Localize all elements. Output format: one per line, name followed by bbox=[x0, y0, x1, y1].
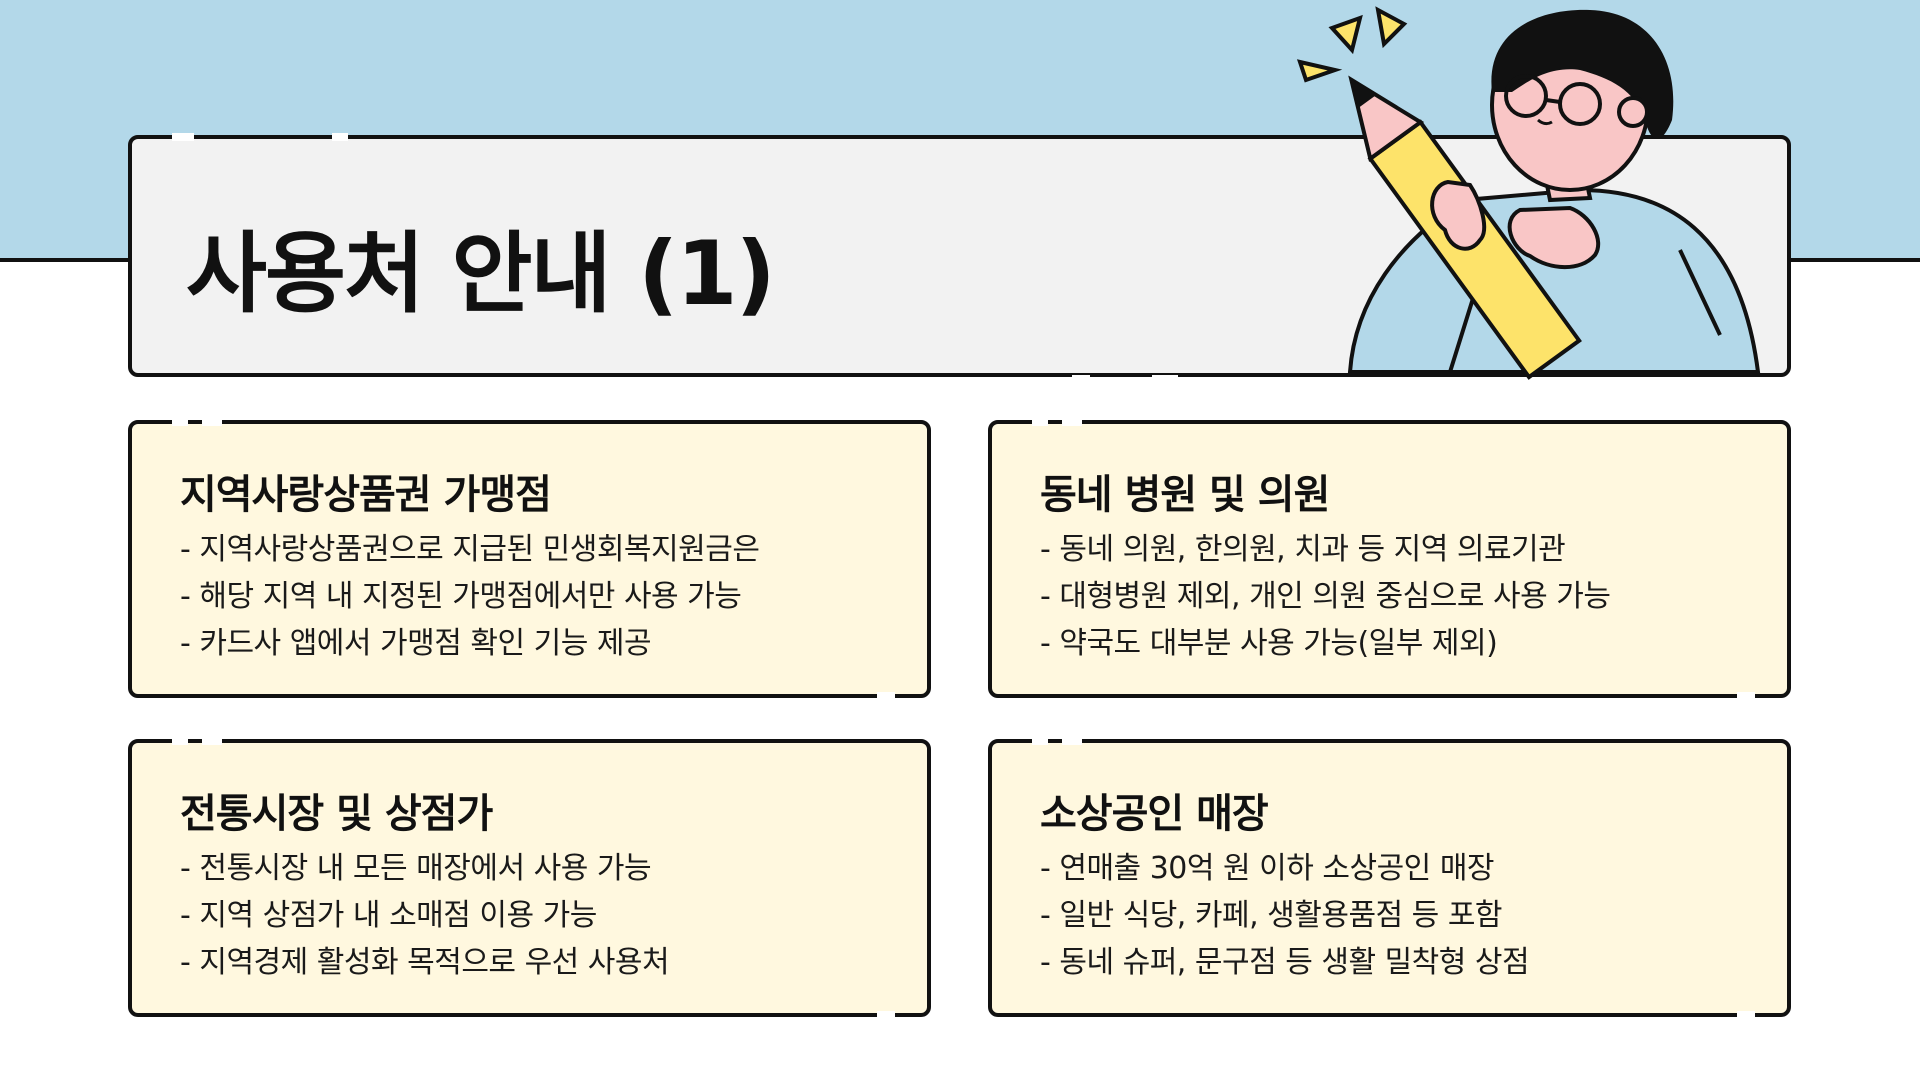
card-title: 전통시장 및 상점가 bbox=[180, 791, 493, 837]
sparkle-icon bbox=[1296, 59, 1343, 83]
person-with-pencil-icon bbox=[1296, 6, 1761, 380]
card-line: - 동네 의원, 한의원, 치과 등 지역 의료기관 bbox=[1040, 532, 1566, 567]
border-gap bbox=[202, 418, 222, 426]
card-line: - 일반 식당, 카페, 생활용품점 등 포함 bbox=[1040, 898, 1503, 933]
page-title: 사용처 안내 (1) bbox=[186, 222, 776, 325]
border-gap bbox=[877, 1011, 895, 1019]
card-line: - 대형병원 제외, 개인 의원 중심으로 사용 가능 bbox=[1040, 579, 1611, 614]
border-gap bbox=[1062, 418, 1082, 426]
border-gap bbox=[172, 133, 194, 141]
border-gap bbox=[202, 737, 222, 745]
card-line: - 전통시장 내 모든 매장에서 사용 가능 bbox=[180, 851, 652, 886]
card-lines: - 전통시장 내 모든 매장에서 사용 가능 - 지역 상점가 내 소매점 이용… bbox=[180, 845, 670, 986]
border-gap bbox=[172, 418, 188, 426]
border-gap bbox=[877, 692, 895, 700]
border-gap bbox=[332, 133, 348, 141]
card-line: - 약국도 대부분 사용 가능(일부 제외) bbox=[1040, 626, 1498, 661]
card-line: - 동네 슈퍼, 문구점 등 생활 밀착형 상점 bbox=[1040, 945, 1530, 980]
card-line: - 연매출 30억 원 이하 소상공인 매장 bbox=[1040, 851, 1495, 886]
glasses-icon bbox=[1504, 74, 1548, 118]
border-gap bbox=[1737, 692, 1755, 700]
card-line: - 지역경제 활성화 목적으로 우선 사용처 bbox=[180, 945, 670, 980]
card-traditional-markets: 전통시장 및 상점가 - 전통시장 내 모든 매장에서 사용 가능 - 지역 상… bbox=[128, 737, 931, 1019]
card-lines: - 연매출 30억 원 이하 소상공인 매장 - 일반 식당, 카페, 생활용품… bbox=[1040, 845, 1530, 986]
card-title: 지역사랑상품권 가맹점 bbox=[180, 472, 552, 518]
border-gap bbox=[1737, 1011, 1755, 1019]
border-gap bbox=[172, 737, 188, 745]
card-lines: - 지역사랑상품권으로 지급된 민생회복지원금은 - 해당 지역 내 지정된 가… bbox=[180, 526, 760, 667]
border-gap bbox=[1152, 375, 1178, 383]
card-line: - 지역 상점가 내 소매점 이용 가능 bbox=[180, 898, 597, 933]
border-gap bbox=[1032, 737, 1048, 745]
card-local-currency-stores: 지역사랑상품권 가맹점 - 지역사랑상품권으로 지급된 민생회복지원금은 - 해… bbox=[128, 418, 931, 700]
border-gap bbox=[1062, 737, 1082, 745]
card-title: 소상공인 매장 bbox=[1040, 791, 1269, 837]
card-title: 동네 병원 및 의원 bbox=[1040, 472, 1330, 518]
card-local-clinics: 동네 병원 및 의원 - 동네 의원, 한의원, 치과 등 지역 의료기관 - … bbox=[988, 418, 1791, 700]
card-small-businesses: 소상공인 매장 - 연매출 30억 원 이하 소상공인 매장 - 일반 식당, … bbox=[988, 737, 1791, 1019]
card-line: - 지역사랑상품권으로 지급된 민생회복지원금은 bbox=[180, 532, 760, 567]
border-gap bbox=[1032, 418, 1048, 426]
border-gap bbox=[1072, 375, 1090, 383]
card-line: - 카드사 앱에서 가맹점 확인 기능 제공 bbox=[180, 626, 652, 661]
card-lines: - 동네 의원, 한의원, 치과 등 지역 의료기관 - 대형병원 제외, 개인… bbox=[1040, 526, 1611, 667]
card-line: - 해당 지역 내 지정된 가맹점에서만 사용 가능 bbox=[180, 579, 742, 614]
